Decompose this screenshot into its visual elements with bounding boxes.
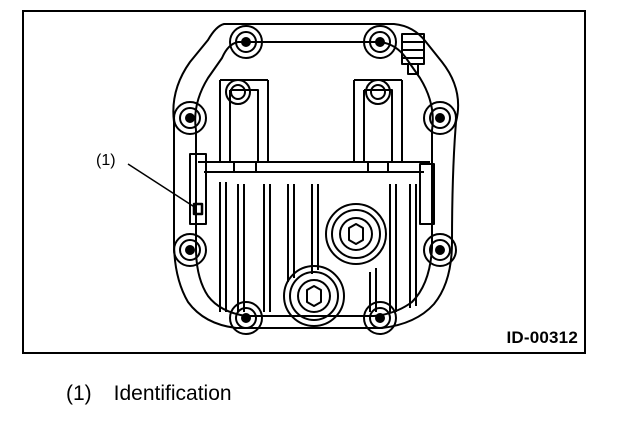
- differential-cover-diagram: [127, 23, 460, 335]
- identification-mark: [192, 202, 204, 216]
- figure-id: ID-00312: [506, 328, 578, 347]
- legend-number: (1): [66, 382, 92, 405]
- cooling-ribs: [219, 182, 417, 312]
- upper-strip: [198, 161, 430, 173]
- drain-plug: [283, 265, 345, 327]
- left-window: [189, 153, 207, 225]
- legend-item: (1) Identification: [66, 382, 232, 406]
- breather-fitting: [401, 33, 425, 75]
- strip-pegs: [233, 162, 389, 172]
- housing-outline: [172, 23, 460, 329]
- right-window: [419, 163, 435, 225]
- inner-flange: [194, 41, 434, 317]
- perimeter-bolts: [173, 25, 457, 335]
- fill-plug: [325, 203, 387, 265]
- left-upper-bracket: [219, 79, 269, 162]
- right-upper-bracket: [353, 79, 403, 162]
- callout-label: (1): [96, 152, 116, 169]
- figure-frame: (1) ID-00312: [22, 10, 586, 354]
- right-upper-bracket-inner: [363, 89, 393, 162]
- legend-label: Identification: [113, 382, 232, 405]
- callout-leader: [127, 163, 197, 209]
- left-upper-bracket-inner: [229, 89, 259, 162]
